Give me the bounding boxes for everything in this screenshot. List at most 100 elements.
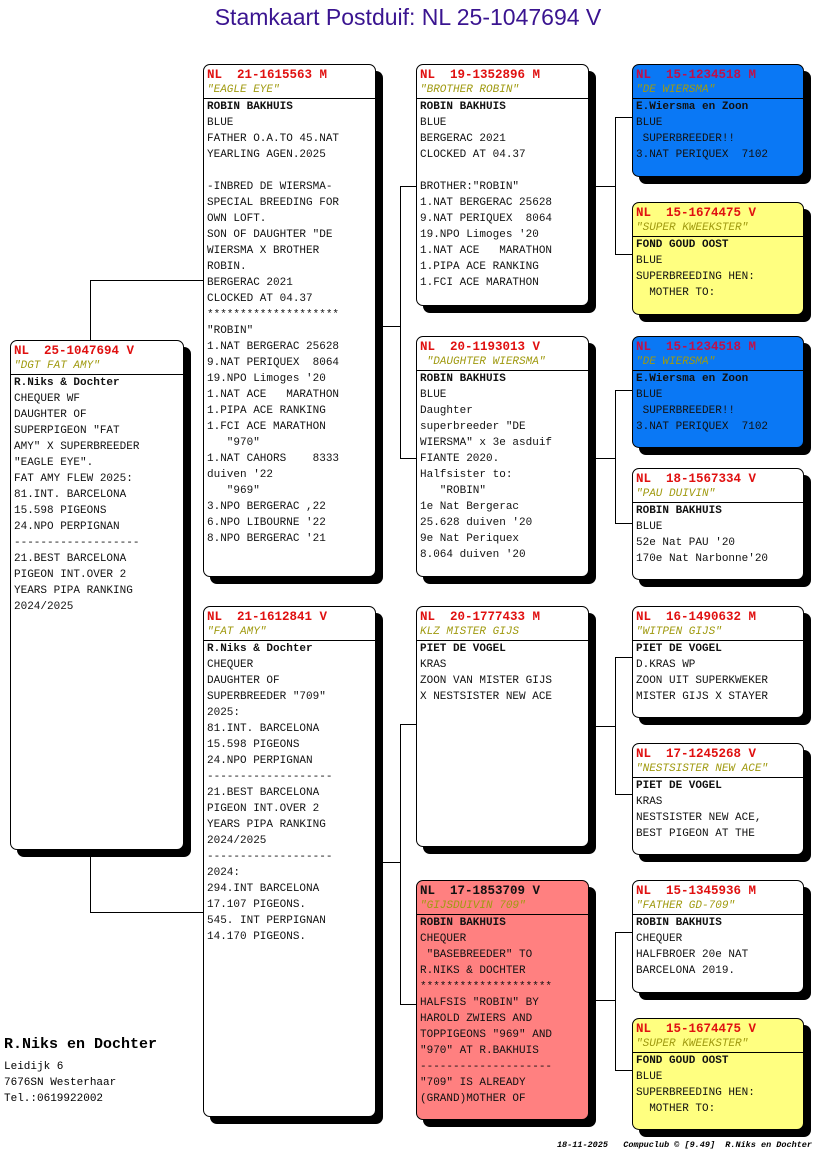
info-line: BLUE [636,521,663,533]
pigeon-card[interactable]: NL 15-1234518 M"DE WIERSMA"E.Wiersma en … [632,64,804,177]
info-line: 19.NPO Limoges '20 [207,373,326,385]
ring-number: NL 15-1674475 V [636,206,757,220]
owner-name: ROBIN BAKHUIS [636,505,722,517]
info-line: 3.NPO BERGERAC ,22 [207,501,326,513]
info-line: 15.598 PIGEONS [207,739,300,751]
pigeon-card[interactable]: NL 15-1234518 M"DE WIERSMA"E.Wiersma en … [632,336,804,448]
info-line: 81.INT. BARCELONA [14,489,127,501]
info-line: Halfsister to: [420,469,513,481]
info-line: AMY" X SUPERBREEDER [14,441,140,453]
pigeon-card[interactable]: NL 15-1674475 V"SUPER KWEEKSTER"FOND GOU… [632,202,804,315]
info-line: 52e Nat PAU '20 [636,537,736,549]
info-line: 81.INT. BARCELONA [207,723,320,735]
info-line: SON OF DAUGHTER "DE [207,229,333,241]
info-line: 24.NPO PERPIGNAN [207,755,313,767]
info-line: 6.NPO LIBOURNE '22 [207,517,326,529]
info-line: SUPERBREEDING HEN: [636,271,755,283]
pigeon-card[interactable]: NL 21-1612841 V"FAT AMY"R.Niks & Dochter… [203,606,376,1117]
info-line: CLOCKED AT 04.37 [420,149,526,161]
info-line: BARCELONA 2019. [636,965,736,977]
pigeon-name: "DE WIERSMA" [633,84,803,99]
info-line: WIERSMA" x 3e asduif [420,437,553,449]
info-line: D.KRAS WP [636,659,696,671]
info-line: BLUE [636,389,663,401]
breeder-name: R.Niks en Dochter [4,1036,158,1053]
pigeon-card[interactable]: NL 16-1490632 M "WITPEN GIJS" PIET DE VOGE… [632,606,804,718]
pigeon-name: "SUPER KWEEKSTER" [633,1038,803,1053]
owner-name: PIET DE VOGEL [420,643,506,655]
info-line: 21.BEST BARCELONA [207,787,320,799]
info-line: CHEQUER WF [14,393,81,405]
info-line: 17.107 PIGEONS. [207,899,307,911]
info-line: BLUE [636,255,663,267]
info-line: "ROBIN" [420,485,487,497]
pigeon-card[interactable]: NL 18-1567334 V"PAU DUIVIN"ROBIN BAKHUIS… [632,468,804,580]
pigeon-name: "WITPEN GIJS" [633,626,803,641]
pigeon-card[interactable]: NL 17-1245268 V"NESTSISTER NEW ACE"PIET … [632,743,804,855]
info-line: FIANTE 2020. [420,453,500,465]
info-line: Daughter [420,405,473,417]
info-line [417,163,588,179]
info-line: 1.NAT ACE MARATHON [207,389,340,401]
pigeon-name: "DGT FAT AMY" [11,360,183,375]
info-line: HALFBROER 20e NAT [636,949,749,961]
info-line: "970" [207,437,260,449]
info-line: 9.NAT PERIQUEX 8064 [207,357,340,369]
info-line: KRAS [420,659,447,671]
owner-name: ROBIN BAKHUIS [636,917,722,929]
info-line: CHEQUER [420,933,467,945]
info-line: NESTSISTER NEW ACE, [636,812,762,824]
info-line: CHEQUER [207,659,254,671]
ring-number: NL 18-1567334 V [636,472,757,486]
info-line: 1.FCI ACE MARATHON [207,421,326,433]
info-line: DAUGHTER OF [14,409,87,421]
pigeon-card[interactable]: NL 15-1345936 M "FATHER GD-709" ROBIN BAKH… [632,880,804,993]
info-line: BLUE [636,1071,663,1083]
info-line: YEARS PIPA RANKING [207,819,326,831]
info-line: MOTHER TO: [636,287,716,299]
pigeon-card[interactable]: NL 25-1047694 V"DGT FAT AMY"R.Niks & Doc… [10,340,184,850]
ring-number: NL 15-1345936 M [636,884,757,898]
info-line: 1.PIPA ACE RANKING [207,405,326,417]
owner-name: ROBIN BAKHUIS [420,373,506,385]
pigeon-name: "FATHER GD-709" [633,900,803,915]
pigeon-name: "FAT AMY" [204,626,375,641]
info-line: BLUE [420,389,447,401]
info-line: 9.NAT PERIQUEX 8064 [420,213,553,225]
pigeon-card[interactable]: NL 19-1352896 M"BROTHER ROBIN"ROBIN BAKH… [416,64,589,306]
info-line: SUPERBREEDER!! [636,405,736,417]
info-line: X NESTSISTER NEW ACE [420,691,553,703]
ring-number: NL 16-1490632 M [636,610,757,624]
pigeon-card[interactable]: NL 17-1853709 V"GIJSDUIVIN 709"ROBIN BAK… [416,880,589,1120]
info-line: 2024: [207,867,241,879]
info-line: MISTER GIJS X STAYER [636,691,769,703]
info-line: 545. INT PERPIGNAN [207,915,326,927]
info-line: (GRAND)MOTHER OF [420,1093,526,1105]
info-line: SUPERBREEDER!! [636,133,736,145]
breeder-city: 7676SN Westerhaar [4,1077,117,1089]
info-line: 8.NPO BERGERAC '21 [207,533,326,545]
ring-number: NL 15-1234518 M [636,340,757,354]
pigeon-card[interactable]: NL 15-1674475 V"SUPER KWEEKSTER"FOND GOU… [632,1018,804,1130]
info-line: "EAGLE EYE". [14,457,94,469]
ring-number: NL 25-1047694 V [14,344,135,358]
info-line: OWN LOFT. [207,213,267,225]
info-line: 2024/2025 [14,601,74,613]
info-line: duiven '22 [207,469,274,481]
ring-number: NL 17-1853709 V [420,884,541,898]
info-line: CHEQUER [636,933,683,945]
info-line: YEARS PIPA RANKING [14,585,133,597]
info-line: "970" AT R.BAKHUIS [420,1045,539,1057]
ring-number: NL 20-1777433 M [420,610,541,624]
owner-name: PIET DE VOGEL [636,643,722,655]
info-line: 24.NPO PERPIGNAN [14,521,120,533]
info-line: ******************** [420,981,553,993]
ring-number: NL 15-1234518 M [636,68,757,82]
info-line: CLOCKED AT 04.37 [207,293,313,305]
pigeon-name: "NESTSISTER NEW ACE" [633,763,803,778]
info-line: PIGEON INT.OVER 2 [207,803,320,815]
info-line: "709" IS ALREADY [420,1077,526,1089]
pigeon-card[interactable]: NL 20-1193013 V "DAUGHTER WIERSMA"ROBIN … [416,336,589,577]
